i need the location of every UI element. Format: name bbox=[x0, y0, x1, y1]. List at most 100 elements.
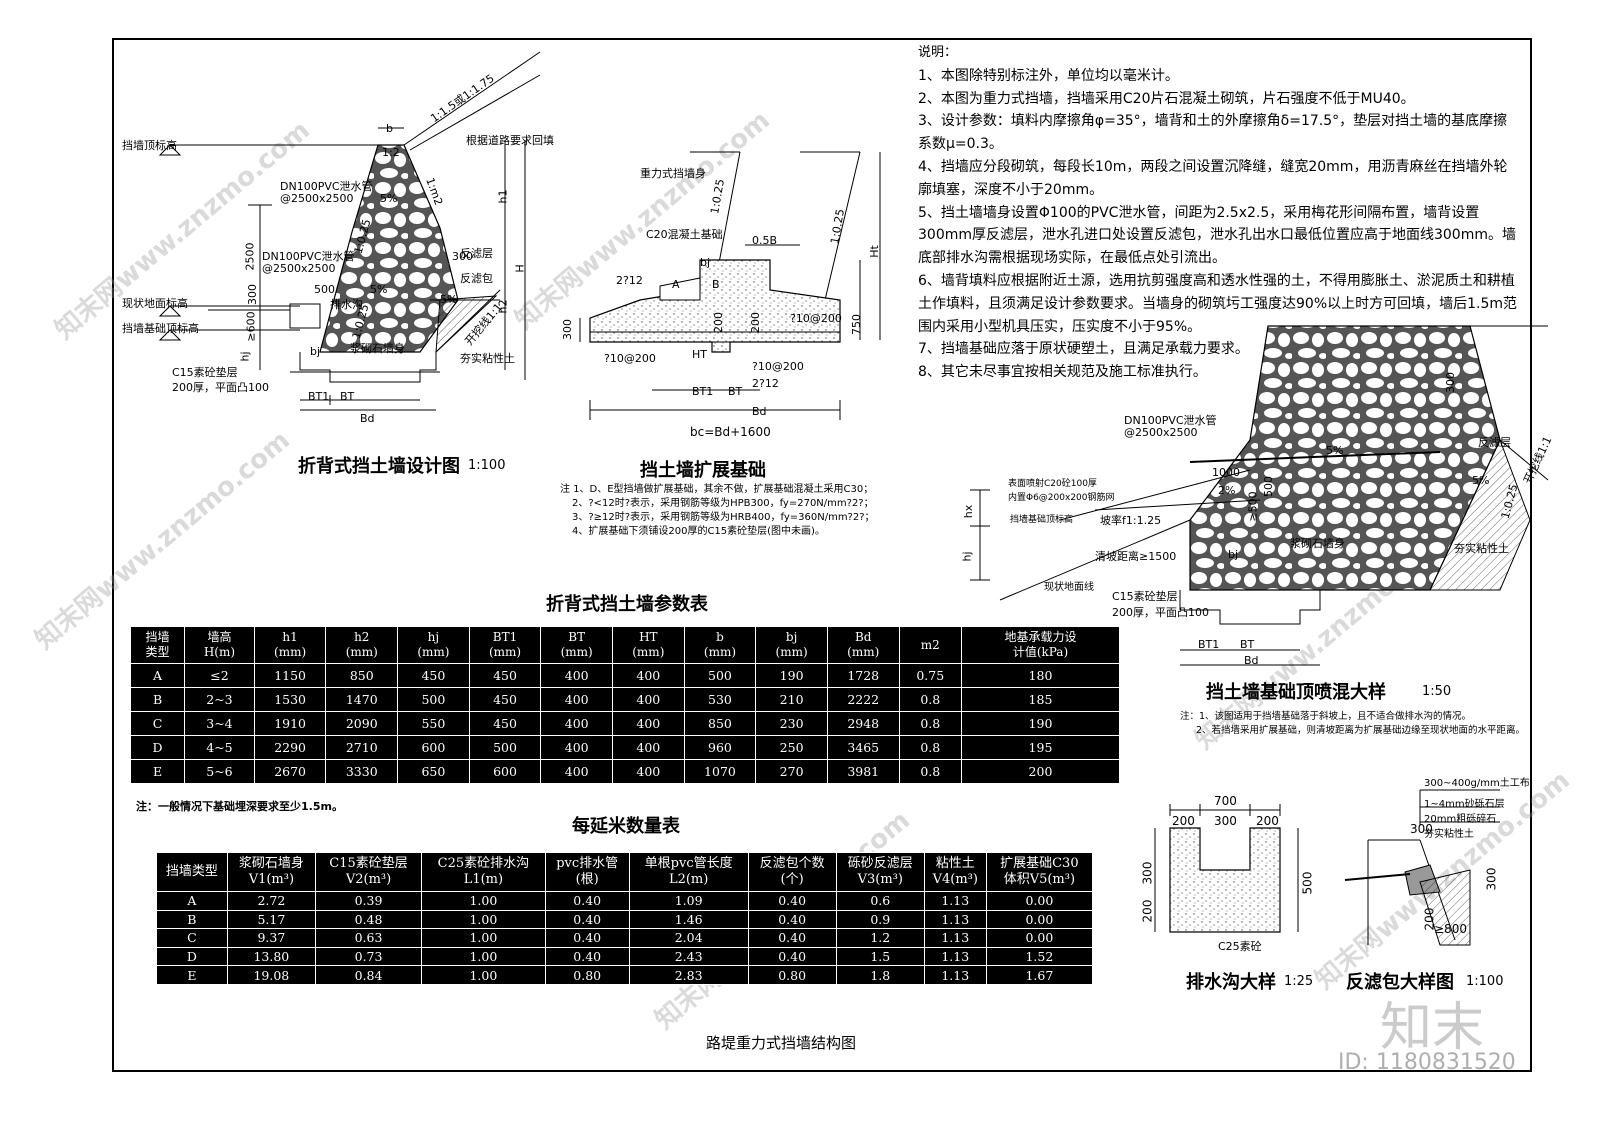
table-cell: 190 bbox=[755, 663, 828, 688]
c15-note-label: 200厚，平面凸100 bbox=[172, 381, 269, 394]
table-cell: 0.8 bbox=[898, 687, 962, 712]
table-cell: 450 bbox=[468, 711, 542, 736]
table-cell: 3~4 bbox=[184, 711, 255, 736]
table-cell: 2090 bbox=[325, 711, 399, 736]
table-cell: 0.40 bbox=[747, 909, 837, 930]
table-cell: 0.00 bbox=[985, 909, 1094, 930]
filter-layer-label: 反滤层 bbox=[460, 247, 493, 260]
brand-logo: 知末 bbox=[1380, 998, 1485, 1058]
spray-detail-scale: 1:50 bbox=[1422, 684, 1452, 699]
table-cell: 3981 bbox=[826, 759, 900, 784]
table-cell: A bbox=[156, 891, 228, 911]
table-cell: 0.80 bbox=[544, 965, 630, 985]
geotextile-label: 300~400g/mm土工布 bbox=[1424, 778, 1530, 789]
table-cell: 400 bbox=[540, 735, 613, 760]
header-text: V2(m³) bbox=[345, 872, 392, 887]
c20-label: C20混凝土基础 bbox=[646, 228, 723, 241]
dim-300: 300 bbox=[452, 250, 473, 263]
dim-700: 700 bbox=[1214, 794, 1237, 808]
wall-design-title: 折背式挡土墙设计图 bbox=[298, 456, 460, 477]
table-cell: 250 bbox=[755, 735, 828, 760]
table-header-cell: hj(mm) bbox=[397, 626, 470, 664]
table-header-cell: 挡墙类型 bbox=[156, 852, 228, 892]
ground-line-label: 现状地面线 bbox=[1044, 582, 1094, 593]
table-cell: 2948 bbox=[826, 711, 900, 736]
table-cell: 400 bbox=[612, 735, 685, 760]
header-text: C25素砼排水沟 bbox=[437, 856, 530, 871]
table-cell: 1.2 bbox=[835, 928, 925, 948]
half-b-label: 0.5B bbox=[752, 234, 778, 247]
header-text: (mm) bbox=[417, 645, 450, 659]
table-cell: 2.72 bbox=[226, 891, 316, 911]
table-header-cell: HT(mm) bbox=[612, 626, 685, 664]
table-header-cell: h2(mm) bbox=[325, 626, 399, 664]
foundation-note: 3、?≥12时?表示，采用钢筋等级为HRB400，fy=360N/mm?2?； bbox=[572, 512, 875, 523]
note-item: 7、挡墙基础应落于原状硬塑土，且满足承载力要求。 bbox=[918, 341, 1249, 358]
dim-bc: bc=Bd+1600 bbox=[690, 425, 771, 439]
dim-500: 500 bbox=[314, 283, 335, 296]
header-text: Bd bbox=[854, 630, 872, 644]
dim-300: 300 bbox=[561, 319, 574, 340]
table-header-cell: 挡墙类型 bbox=[129, 626, 186, 664]
spray-note: 2、若挡墙采用扩展基础，则清坡距离为扩展基础边缘至现状地面的水平距离。 bbox=[1196, 725, 1526, 736]
table-cell: 0.39 bbox=[314, 891, 423, 911]
table-cell: 0.84 bbox=[314, 965, 423, 985]
drawing-frame bbox=[112, 38, 1532, 1072]
dim-hj: hj bbox=[238, 351, 252, 362]
table-cell: 1150 bbox=[253, 663, 327, 688]
header-text: (mm) bbox=[560, 645, 593, 659]
dim-200: 200 bbox=[712, 312, 725, 333]
note-item: 1、本图除特别标注外，单位均以毫米计。 bbox=[918, 67, 1179, 84]
table-cell: 19.08 bbox=[226, 965, 316, 985]
table-cell: 200 bbox=[960, 759, 1121, 784]
table-cell: 600 bbox=[468, 759, 542, 784]
table-cell: 2.43 bbox=[628, 946, 749, 967]
spray-note: 注：1、该图适用于挡墙基础落于斜坡上，且不适合做排水沟的情况。 bbox=[1180, 711, 1472, 722]
table-cell: 450 bbox=[468, 687, 542, 712]
filter-bag-drawing bbox=[1344, 789, 1500, 946]
table-cell: 5~6 bbox=[184, 759, 255, 784]
dim-300: 300 bbox=[1214, 814, 1237, 828]
table-cell: 450 bbox=[397, 663, 470, 688]
stone-wall-label: 浆砌石墙身 bbox=[350, 342, 405, 355]
drain-label: 排水沟 bbox=[330, 298, 363, 311]
table-cell: 13.80 bbox=[226, 946, 316, 967]
dim-300: 300 bbox=[1484, 867, 1499, 891]
layer-label: 1~4mm砂砾石层 bbox=[1424, 799, 1505, 810]
table-cell: 0.40 bbox=[544, 928, 630, 948]
dim-300: 300 bbox=[1410, 822, 1433, 836]
header-text: 挡墙类型 bbox=[165, 864, 218, 879]
dim-600: ≥600 bbox=[244, 311, 258, 342]
dim-300: 300 bbox=[1140, 861, 1155, 885]
dim-300: 300 bbox=[246, 284, 259, 305]
c15-note-label: 200厚，平面凸100 bbox=[1112, 606, 1209, 619]
note-item: 2、本图为重力式挡墙，挡墙采用C20片石混凝土砌筑，片石强度不低于MU40。 bbox=[918, 90, 1415, 107]
table-cell: C bbox=[156, 928, 228, 948]
table-cell: 0.48 bbox=[314, 909, 423, 930]
table-cell: 0.80 bbox=[747, 965, 837, 985]
table-cell: 0.8 bbox=[898, 759, 962, 784]
dim-500: ≥500 bbox=[1246, 491, 1260, 522]
table-cell: 1530 bbox=[253, 687, 327, 712]
foundation-note: 4、扩展基础下须铺设200厚的C15素砼垫层(图中未画)。 bbox=[572, 526, 825, 537]
table-cell: 400 bbox=[612, 759, 685, 784]
header-text: (mm) bbox=[345, 645, 378, 659]
wall-body-label: 重力式挡墙身 bbox=[640, 167, 706, 180]
table-cell: 2222 bbox=[826, 687, 900, 712]
table-cell: 210 bbox=[755, 687, 828, 712]
table-cell: 0.40 bbox=[747, 891, 837, 911]
dim-H: H bbox=[513, 264, 527, 273]
dim-h1: h1 bbox=[496, 189, 510, 204]
dim-Bd: Bd bbox=[1244, 654, 1259, 667]
label-B: B bbox=[712, 278, 720, 291]
dim-bj: bj bbox=[700, 256, 711, 269]
clay-label: 夯实粘性土 bbox=[460, 352, 515, 365]
filter-bag-label: 反滤包 bbox=[460, 272, 493, 285]
drain-detail-scale: 1:25 bbox=[1284, 974, 1314, 989]
c15-label: C15素砼垫层 bbox=[1112, 590, 1178, 603]
table-cell: 195 bbox=[960, 735, 1121, 760]
